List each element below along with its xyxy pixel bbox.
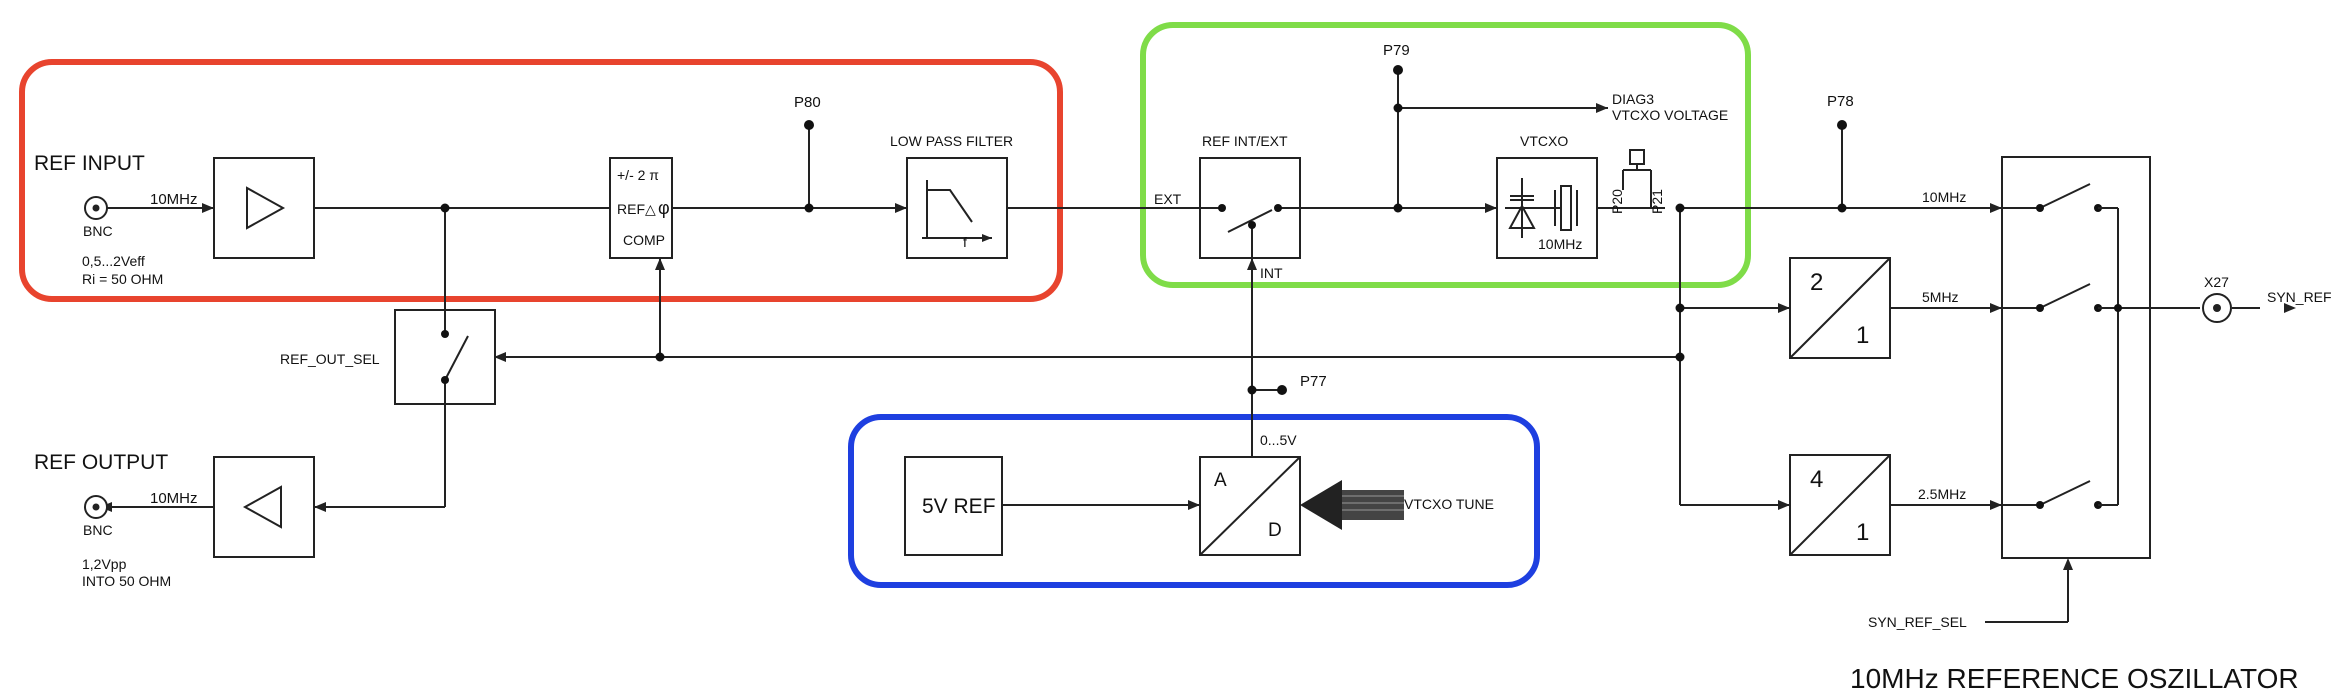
x27-connector-icon	[2202, 293, 2232, 323]
ref-out-sel-label: REF_OUT_SEL	[280, 351, 380, 367]
divider-by-2-block	[1789, 257, 1891, 359]
low-pass-filter-block	[906, 157, 1008, 259]
adc-d-label: D	[1268, 520, 1282, 541]
crystal-icon	[1554, 185, 1578, 231]
syn-ref-selector-block	[2001, 156, 2151, 559]
x27-label: X27	[2204, 274, 2229, 290]
vtcxo-block	[1496, 157, 1598, 259]
highlight-frame-tuning	[848, 414, 1540, 588]
diag-label: DIAG3	[1612, 91, 1654, 107]
reference-5v-label: 5V REF	[922, 495, 996, 518]
test-point-terminals	[804, 65, 1847, 395]
syn-ref-output-label: SYN_REF	[2267, 289, 2332, 305]
adc-block	[1199, 456, 1301, 556]
ref-switch-ext: EXT	[1154, 191, 1182, 207]
lowpass-response-icon	[922, 180, 992, 239]
direct-10mhz-out: 10MHz	[1922, 189, 1966, 205]
diagram-title: 10MHz REFERENCE OSZILLATOR	[1850, 663, 2299, 694]
divider-by-2-numerator: 2	[1810, 269, 1823, 296]
ref-output-spec-load: INTO 50 OHM	[82, 573, 171, 589]
divider-by-2-denominator: 1	[1856, 322, 1869, 349]
divider-by-4-out: 2.5MHz	[1918, 486, 1966, 502]
comparator-delta-icon: △	[645, 201, 656, 217]
ref-int-ext-switch	[1199, 157, 1301, 259]
input-amplifier-block	[213, 157, 315, 259]
ref-switch-int: INT	[1260, 265, 1283, 281]
junction-dots	[440, 103, 1847, 395]
test-point-p20: P20	[1609, 189, 1625, 214]
ref-input-spec-impedance: Ri = 50 OHM	[82, 271, 163, 287]
output-amplifier-block	[213, 456, 315, 558]
highlight-frame-vtcxo	[1140, 22, 1751, 288]
reference-5v-block	[904, 456, 1003, 556]
comparator-phi-icon: φ	[658, 198, 670, 218]
highlight-frame-ref-input	[19, 59, 1063, 302]
ref-output-bnc-label: BNC	[83, 522, 113, 538]
test-point-p79: P79	[1383, 42, 1410, 59]
vtcxo-tune-label: VTCXO TUNE	[1404, 496, 1494, 512]
amplifier-triangle-icon	[246, 186, 286, 230]
wiring	[100, 70, 2260, 623]
varactor-diode-icon	[1508, 203, 1536, 229]
jumper-p20-p21	[1622, 149, 1652, 208]
ref-out-sel-switch	[394, 309, 496, 405]
vtcxo-freq: 10MHz	[1538, 236, 1582, 252]
lpf-label: LOW PASS FILTER	[890, 133, 1013, 149]
ref-output-bnc-connector-icon	[84, 495, 108, 519]
ref-input-bnc-connector-icon	[84, 196, 108, 220]
test-point-p78: P78	[1827, 93, 1854, 110]
ref-input-freq: 10MHz	[150, 191, 198, 208]
test-point-p77: P77	[1300, 373, 1327, 390]
ref-input-bnc-label: BNC	[83, 223, 113, 239]
divider-by-4-block	[1789, 454, 1891, 556]
adc-range: 0...5V	[1260, 432, 1297, 448]
ref-input-label: REF INPUT	[34, 152, 145, 175]
phase-comparator-block	[609, 157, 673, 259]
test-point-p80: P80	[794, 94, 821, 111]
tune-input-arrow-icon	[1300, 480, 1404, 530]
divider-by-4-denominator: 1	[1856, 519, 1869, 546]
comparator-comp: COMP	[623, 232, 665, 248]
amplifier-triangle-reverse-icon	[242, 485, 282, 529]
ref-switch-label: REF INT/EXT	[1202, 133, 1288, 149]
divider-by-4-numerator: 4	[1810, 466, 1823, 493]
ref-output-label: REF OUTPUT	[34, 451, 168, 474]
test-point-p21: P21	[1649, 189, 1665, 214]
ref-output-freq: 10MHz	[150, 490, 198, 507]
lpf-f-label: f	[963, 234, 967, 250]
comparator-ref: REF	[617, 201, 645, 217]
vtcxo-label: VTCXO	[1520, 133, 1568, 149]
comparator-range: +/- 2 π	[617, 167, 659, 183]
adc-a-label: A	[1214, 470, 1227, 491]
ref-input-spec-voltage: 0,5...2Veff	[82, 253, 145, 269]
diag-vtcxo-voltage: VTCXO VOLTAGE	[1612, 107, 1728, 123]
ref-output-spec-voltage: 1,2Vpp	[82, 556, 127, 572]
syn-ref-sel-label: SYN_REF_SEL	[1868, 614, 1967, 630]
divider-by-2-out: 5MHz	[1922, 289, 1959, 305]
